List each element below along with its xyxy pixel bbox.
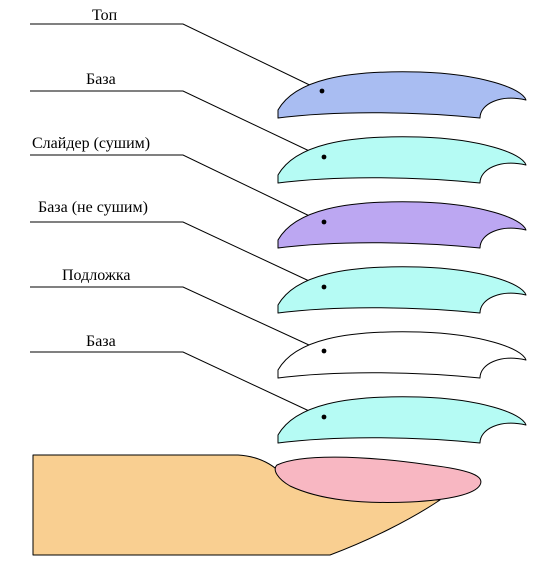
- layer-base-2: База: [30, 333, 527, 444]
- layer-label-slider: Слайдер (сушим): [32, 135, 150, 152]
- pointer-dot-substrate: [321, 348, 327, 354]
- leader-line-top: [30, 23, 321, 91]
- leader-line-base-wet: [30, 221, 323, 288]
- pointer-dot-base-1: [321, 154, 327, 160]
- pointer-dot-top: [319, 88, 325, 94]
- layer-slider: Слайдер (сушим): [30, 135, 527, 249]
- layer-label-top: Топ: [92, 7, 118, 24]
- layer-shape-substrate: [277, 331, 527, 379]
- layer-shape-base-2: [277, 396, 527, 444]
- layer-label-base-1: База: [86, 71, 116, 88]
- layer-base-1: База: [30, 71, 527, 184]
- natural-nail: [274, 456, 482, 503]
- layer-label-base-2: База: [86, 333, 116, 350]
- layer-shape-base-1: [277, 136, 527, 184]
- layer-label-substrate: Подложка: [62, 267, 131, 284]
- layer-shape-slider: [277, 201, 527, 249]
- layer-label-base-wet: База (не сушим): [38, 199, 148, 216]
- leader-line-base-1: [30, 90, 323, 158]
- leader-line-substrate: [30, 286, 323, 352]
- layer-substrate: Подложка: [30, 267, 527, 379]
- pointer-dot-base-2: [321, 414, 327, 420]
- layer-base-wet: База (не сушим): [30, 199, 527, 314]
- layer-shape-top: [277, 71, 527, 119]
- pointer-dot-slider: [321, 219, 327, 225]
- layer-top: Топ: [30, 7, 527, 119]
- leader-line-base-2: [30, 351, 323, 418]
- layer-shape-base-wet: [277, 266, 527, 314]
- pointer-dot-base-wet: [321, 284, 327, 290]
- leader-line-slider: [30, 154, 323, 223]
